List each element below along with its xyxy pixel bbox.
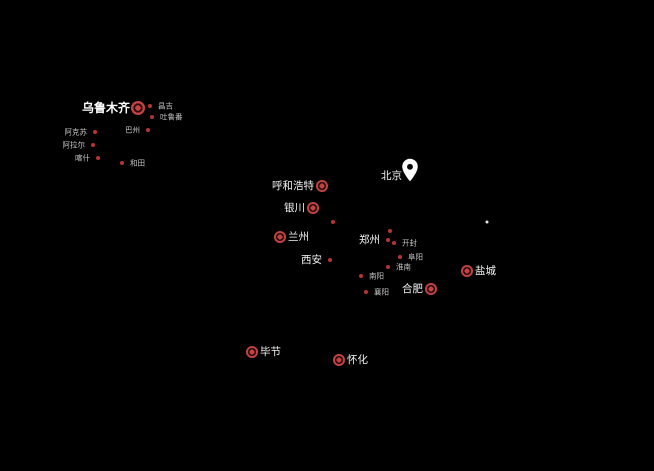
city-label: 昌吉 — [158, 101, 173, 111]
dot-marker-icon — [148, 104, 152, 108]
city-label: 淮南 — [396, 262, 411, 272]
city-label: 吐鲁番 — [160, 112, 183, 122]
ring-marker-icon — [425, 283, 437, 295]
city-label: 郑州 — [359, 233, 380, 246]
small-red-dot — [331, 220, 335, 224]
ring-marker-icon — [307, 202, 319, 214]
dot-marker-icon — [91, 143, 95, 147]
ring-marker-icon — [333, 354, 345, 366]
small-red-dot — [388, 229, 392, 233]
ring-marker-icon — [246, 346, 258, 358]
dot-marker-icon — [364, 290, 368, 294]
city-label: 阿拉尔 — [62, 140, 86, 150]
ring-marker-icon — [274, 231, 286, 243]
city-label: 开封 — [402, 238, 417, 248]
location-pin-icon — [402, 158, 418, 182]
dot-marker-icon — [150, 115, 154, 119]
city-label: 和田 — [130, 158, 145, 168]
dot-marker-icon — [96, 156, 100, 160]
city-label: 呼和浩特 — [272, 179, 314, 192]
dot-marker-icon — [386, 238, 390, 242]
city-label: 合肥 — [402, 282, 423, 295]
city-label: 巴州 — [125, 125, 140, 135]
small-white-dot — [485, 220, 489, 224]
city-label: 银川 — [284, 201, 305, 214]
dot-marker-icon — [392, 241, 396, 245]
dot-marker-icon — [93, 130, 97, 134]
city-label: 襄阳 — [374, 287, 389, 297]
dot-marker-icon — [398, 255, 402, 259]
dot-marker-icon — [359, 274, 363, 278]
city-label: 乌鲁木齐 — [81, 101, 130, 115]
city-label: 北京 — [381, 169, 402, 182]
dot-marker-icon — [328, 258, 332, 262]
dot-marker-icon — [146, 128, 150, 132]
city-label: 毕节 — [260, 345, 281, 358]
city-label: 喀什 — [75, 153, 90, 163]
city-label: 南阳 — [369, 271, 384, 281]
ring-marker-icon — [316, 180, 328, 192]
city-label: 怀化 — [347, 353, 368, 366]
city-label: 阿克苏 — [64, 127, 88, 137]
city-label: 阜阳 — [408, 252, 423, 262]
city-label: 西安 — [301, 253, 322, 266]
dot-marker-icon — [120, 161, 124, 165]
city-label: 盐城 — [475, 264, 496, 277]
dot-marker-icon — [386, 265, 390, 269]
ring-marker-icon — [131, 101, 145, 115]
city-label: 兰州 — [288, 230, 309, 243]
ring-marker-icon — [461, 265, 473, 277]
